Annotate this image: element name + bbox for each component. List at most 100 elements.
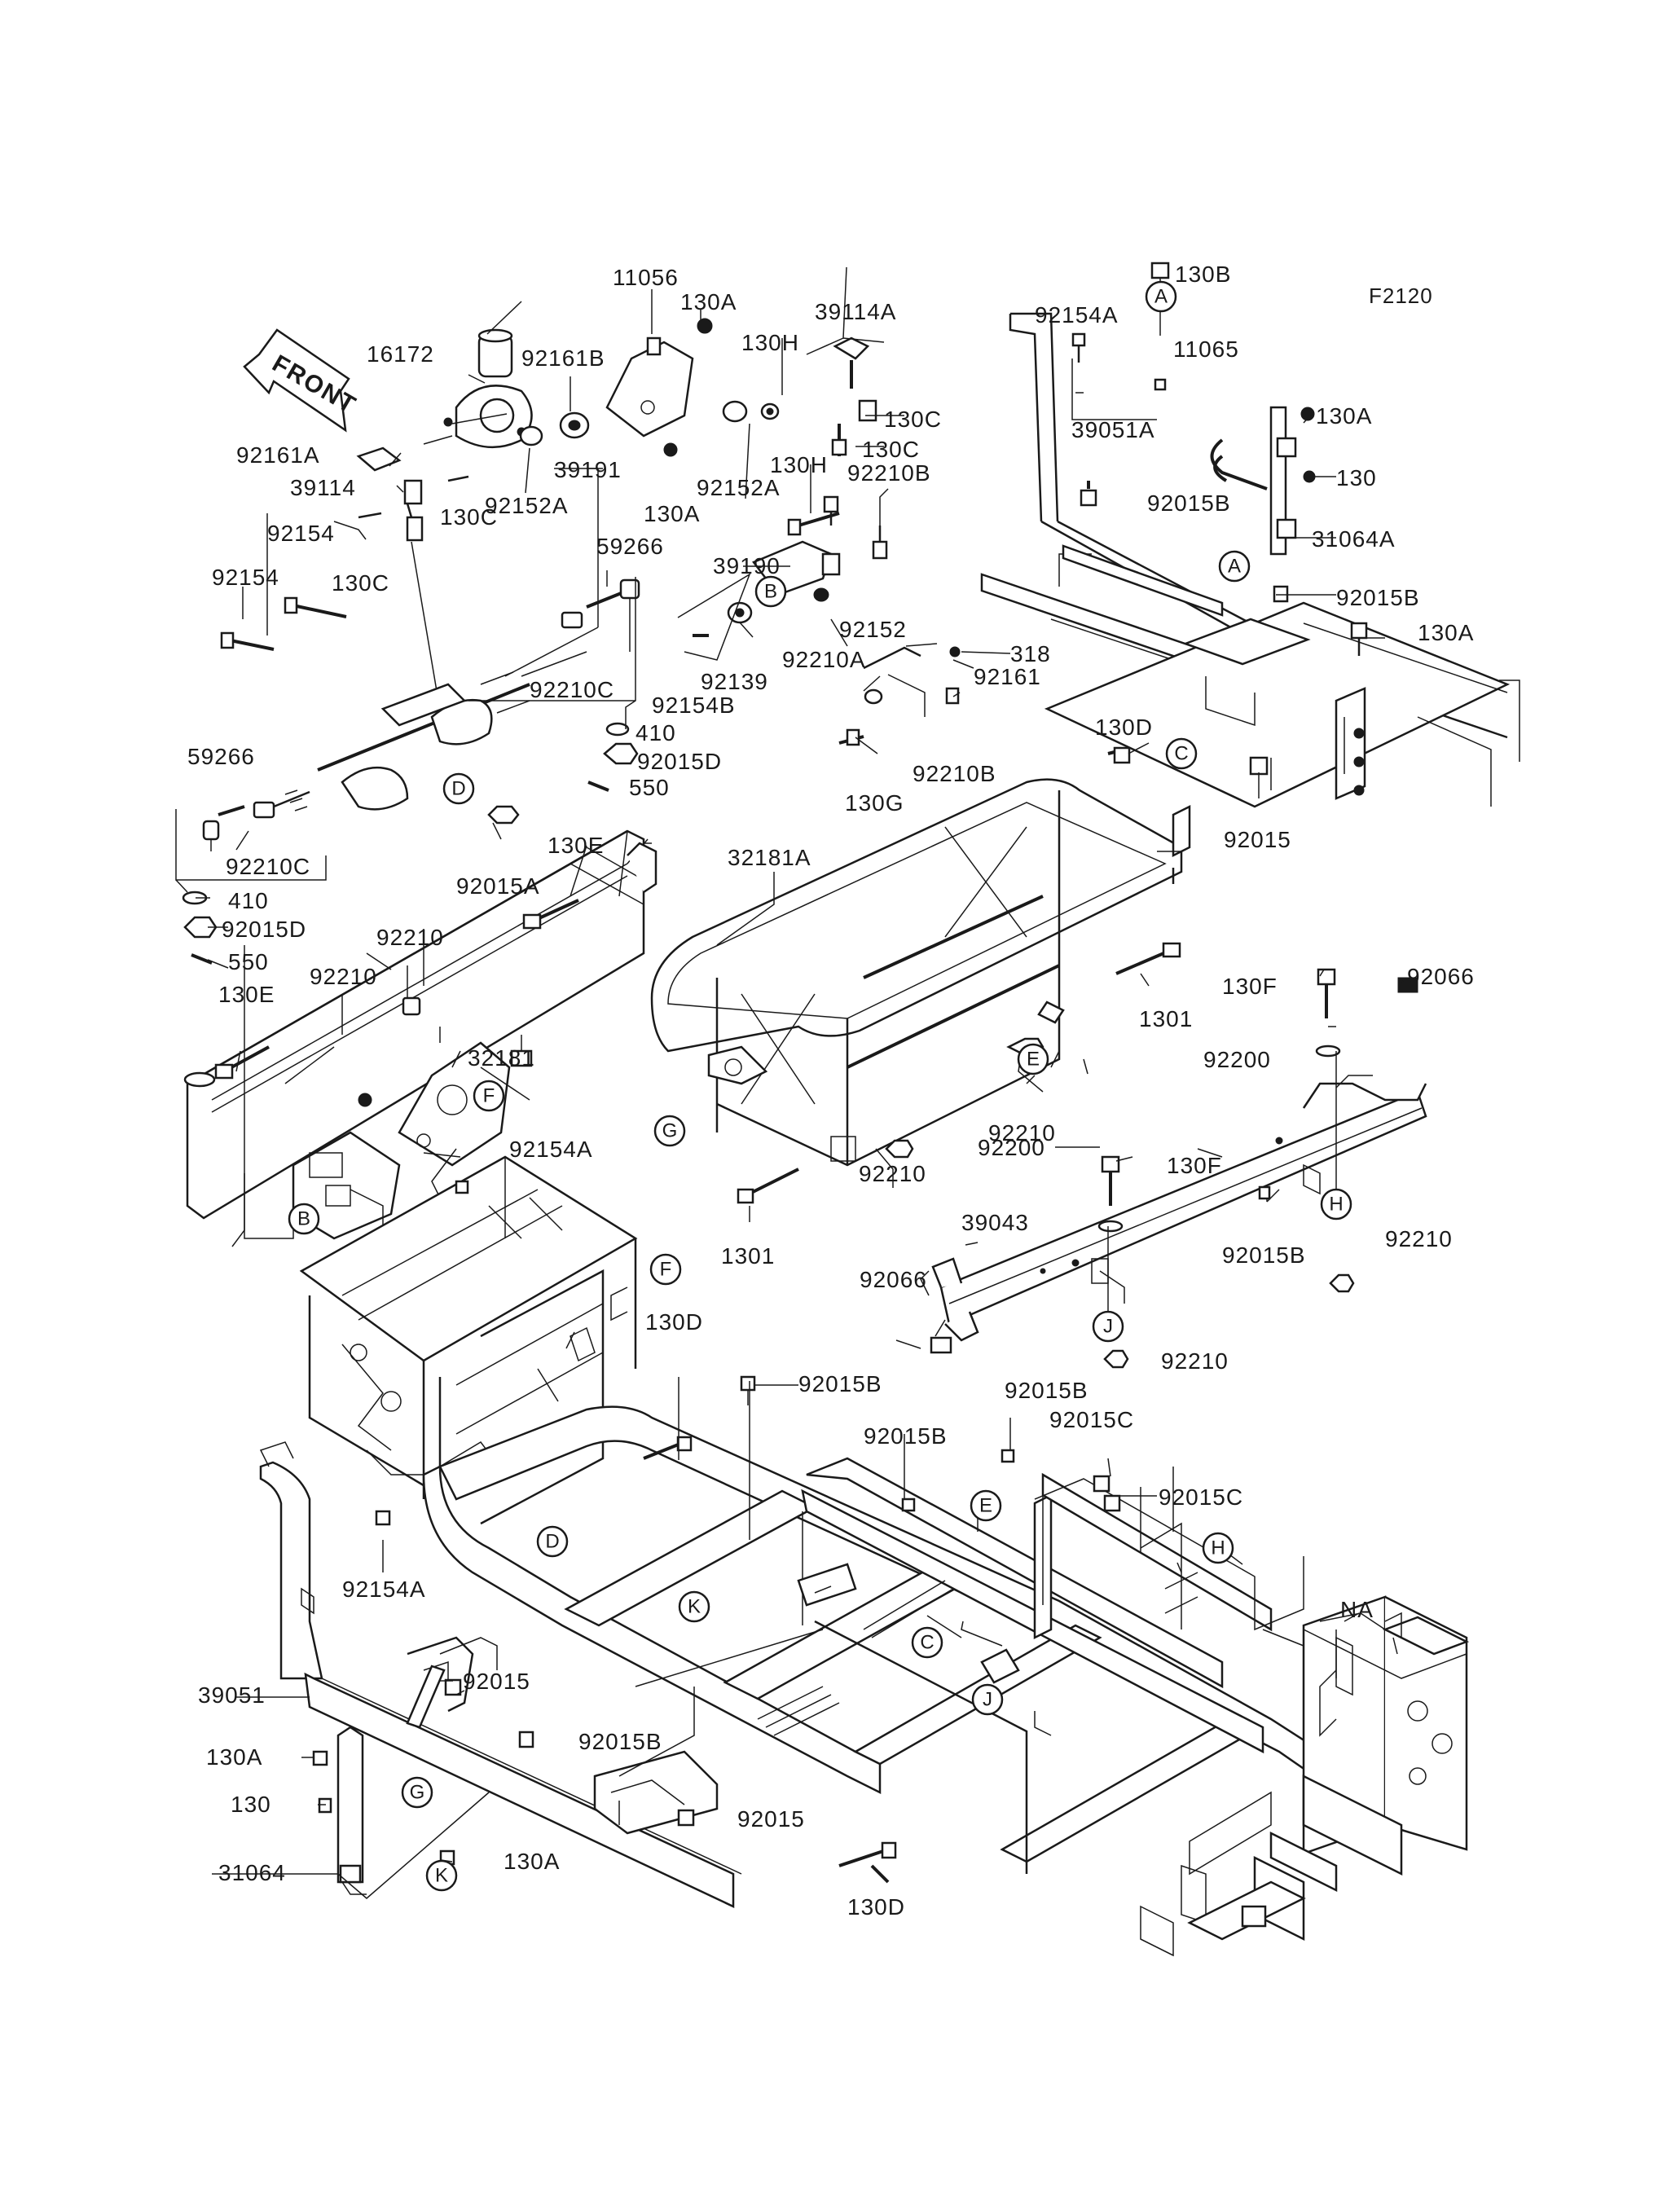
- callout-marker: D: [536, 1525, 569, 1558]
- part-label: 410: [635, 720, 676, 745]
- part-label: 92161A: [236, 442, 320, 468]
- part-label: 39043: [961, 1210, 1029, 1235]
- part-label: 130C: [440, 504, 498, 530]
- part-label: 1301: [1139, 1006, 1193, 1031]
- part-label: 92015B: [1222, 1242, 1306, 1268]
- part-label: 92210: [1385, 1226, 1453, 1251]
- steering-bracket-drawing: [693, 336, 961, 746]
- part-label: 92161: [974, 664, 1041, 689]
- part-label: 130C: [862, 437, 920, 462]
- part-label: 92015: [737, 1806, 805, 1832]
- part-label: 39051A: [1071, 417, 1155, 442]
- part-label: 92066: [1407, 964, 1475, 989]
- part-label: 318: [1010, 641, 1051, 666]
- part-label: 92015B: [1005, 1378, 1088, 1403]
- steering-gear-drawing: [182, 318, 780, 965]
- part-label: 92066: [860, 1267, 927, 1292]
- part-label: 130D: [1095, 715, 1153, 740]
- callout-text: D: [451, 778, 465, 800]
- part-label: 130D: [645, 1309, 703, 1335]
- callout-marker: G: [653, 1115, 686, 1147]
- callout-marker: F: [649, 1253, 682, 1286]
- part-label: 92139: [701, 669, 768, 694]
- part-label: 92210: [988, 1120, 1056, 1146]
- callout-marker: A: [1145, 280, 1177, 313]
- part-label: 410: [228, 888, 269, 913]
- part-label: 130C: [884, 407, 942, 432]
- part-label: 31064: [218, 1860, 286, 1885]
- part-label: 92015B: [798, 1371, 882, 1396]
- part-label: 92015A: [456, 873, 540, 899]
- callout-marker: H: [1320, 1188, 1352, 1220]
- part-label: 92015D: [222, 917, 306, 942]
- callout-marker: C: [911, 1626, 943, 1659]
- part-label: 92154B: [652, 693, 736, 718]
- part-label: 130A: [1316, 403, 1372, 429]
- part-label: 59266: [596, 534, 664, 559]
- callout-marker: K: [678, 1590, 710, 1623]
- part-label: 92154A: [342, 1577, 426, 1602]
- part-label: 11056: [613, 265, 679, 290]
- callout-text: B: [297, 1208, 310, 1230]
- part-label: NA: [1340, 1597, 1374, 1622]
- crossbeam-39043-drawing: [920, 968, 1427, 1369]
- callout-marker: C: [1165, 737, 1198, 770]
- callout-text: A: [1154, 286, 1168, 308]
- rear-bed-frame-drawing: [980, 262, 1520, 808]
- part-label: 92210B: [913, 761, 996, 786]
- part-label: 92015: [1224, 827, 1291, 852]
- part-label: 130H: [770, 452, 828, 477]
- callout-text: J: [983, 1689, 992, 1711]
- part-label: 130F: [1222, 974, 1278, 999]
- callout-marker: H: [1202, 1532, 1234, 1564]
- callout-text: K: [688, 1596, 701, 1618]
- part-label: 92015C: [1159, 1484, 1243, 1510]
- callout-text: F: [483, 1085, 495, 1107]
- part-label: 39051: [198, 1682, 266, 1708]
- part-label: 59266: [187, 744, 255, 769]
- part-label: 92015B: [1336, 585, 1420, 610]
- part-labels: F2120 11056 130A 39114A 130H 130B 92154A…: [187, 262, 1475, 1920]
- part-label: 92152: [839, 617, 907, 642]
- part-label: 11065: [1173, 336, 1239, 362]
- part-label: 92152A: [697, 475, 781, 500]
- part-label: 130D: [847, 1894, 905, 1920]
- callout-marker: E: [970, 1489, 1002, 1522]
- part-label: 550: [629, 775, 670, 800]
- main-frame-drawing: [259, 1375, 1470, 1957]
- part-label: 92200: [1203, 1047, 1271, 1072]
- callout-text: G: [662, 1120, 678, 1142]
- part-label: 130E: [548, 833, 604, 858]
- part-label: 130E: [218, 982, 275, 1007]
- part-label: 92154: [267, 521, 335, 546]
- part-label: 92154: [212, 565, 279, 590]
- callout-marker: B: [754, 575, 787, 608]
- callout-text: J: [1103, 1316, 1113, 1338]
- callout-marker: J: [1092, 1310, 1124, 1343]
- callout-text: H: [1329, 1194, 1343, 1216]
- callout-text: G: [410, 1782, 425, 1804]
- frame-32181a-drawing: [650, 778, 1191, 1204]
- part-label: 32181: [468, 1045, 535, 1071]
- callout-markers: A A B B C C D D E E F F G G H H J J K K: [288, 280, 1352, 1892]
- callout-text: H: [1211, 1537, 1225, 1559]
- callout-marker: D: [442, 772, 475, 805]
- part-label: 130H: [741, 330, 799, 355]
- callout-text: A: [1228, 556, 1241, 578]
- part-label: 130A: [644, 501, 700, 526]
- part-label: 130F: [1167, 1153, 1222, 1178]
- part-label: 92210: [310, 964, 377, 989]
- part-label: 92161B: [521, 345, 605, 371]
- callout-text: C: [1174, 743, 1188, 765]
- part-label: 92210C: [530, 677, 614, 702]
- part-label: 130: [1336, 465, 1377, 490]
- callout-text: K: [435, 1865, 448, 1887]
- part-label: 92154A: [509, 1137, 593, 1162]
- part-label: 92200: [978, 1135, 1045, 1160]
- diagram-code: F2120: [1369, 284, 1433, 308]
- part-label: 92210: [1161, 1348, 1229, 1374]
- part-label: 92210C: [226, 854, 310, 879]
- part-label: 130B: [1175, 262, 1231, 287]
- part-label: 32181A: [728, 845, 811, 870]
